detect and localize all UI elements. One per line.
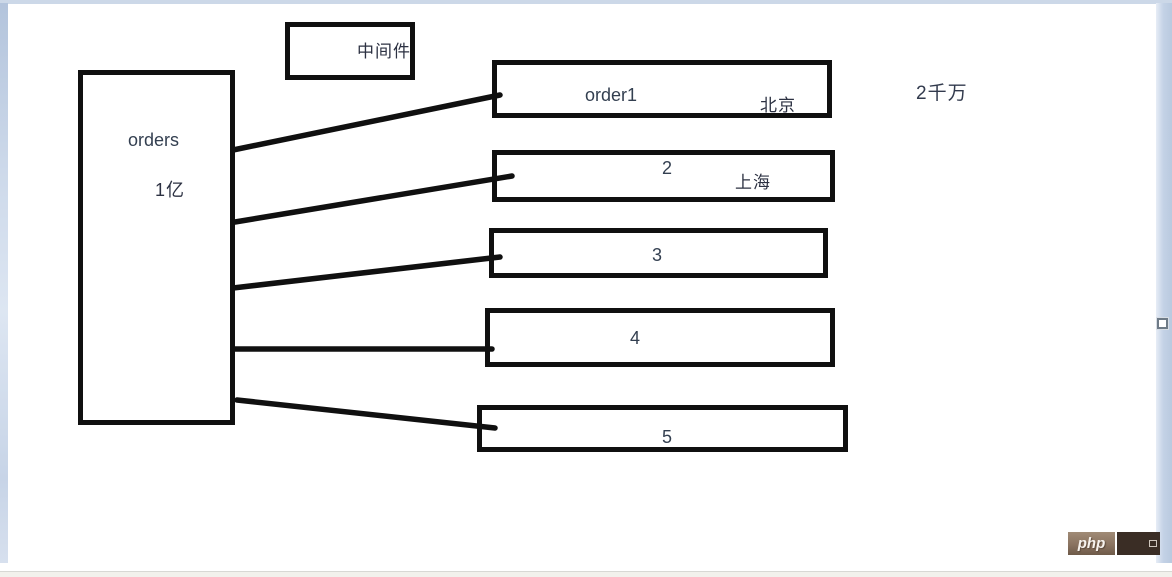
window-bottom-margin (0, 572, 1172, 577)
middleware-node: 中间件 (285, 22, 415, 80)
shard-node-4: 4 (485, 308, 835, 367)
middleware-label: 中间件 (357, 42, 411, 61)
shard-label: 3 (652, 245, 663, 265)
connector-orders-shard1 (230, 92, 503, 153)
shard-label: 2 (662, 158, 673, 178)
screen-icon (1149, 540, 1157, 547)
shard-region-label: 北京 (760, 96, 796, 115)
shard-node-2: 2 上海 (492, 150, 835, 202)
window-top-edge (0, 0, 1172, 4)
shard-node-3: 3 (489, 228, 828, 278)
php-watermark-dark-badge (1117, 532, 1160, 555)
orders-node-title: orders (128, 130, 180, 150)
php-watermark: php (1068, 532, 1160, 555)
resize-handle[interactable] (1157, 318, 1168, 329)
orders-node-volume: 1亿 (155, 180, 186, 200)
shard-region-label: 上海 (735, 173, 771, 192)
window-right-scroll-strip (1156, 3, 1172, 563)
window-bottom-edge (0, 571, 1172, 572)
connector-orders-shard2 (232, 173, 515, 225)
shard-node-order1: order1 北京 (492, 60, 832, 118)
shard-label: 4 (630, 328, 641, 348)
connector-orders-shard5 (234, 397, 498, 431)
shard-label: order1 (585, 85, 638, 105)
shard-node-5: 5 (477, 405, 848, 452)
window-left-edge (0, 3, 8, 563)
connector-orders-shard3 (230, 254, 503, 291)
php-watermark-brand: php (1068, 532, 1115, 555)
shard-label: 5 (662, 427, 673, 447)
capacity-note: 2千万 (916, 83, 968, 104)
orders-node: orders 1亿 (78, 70, 235, 425)
